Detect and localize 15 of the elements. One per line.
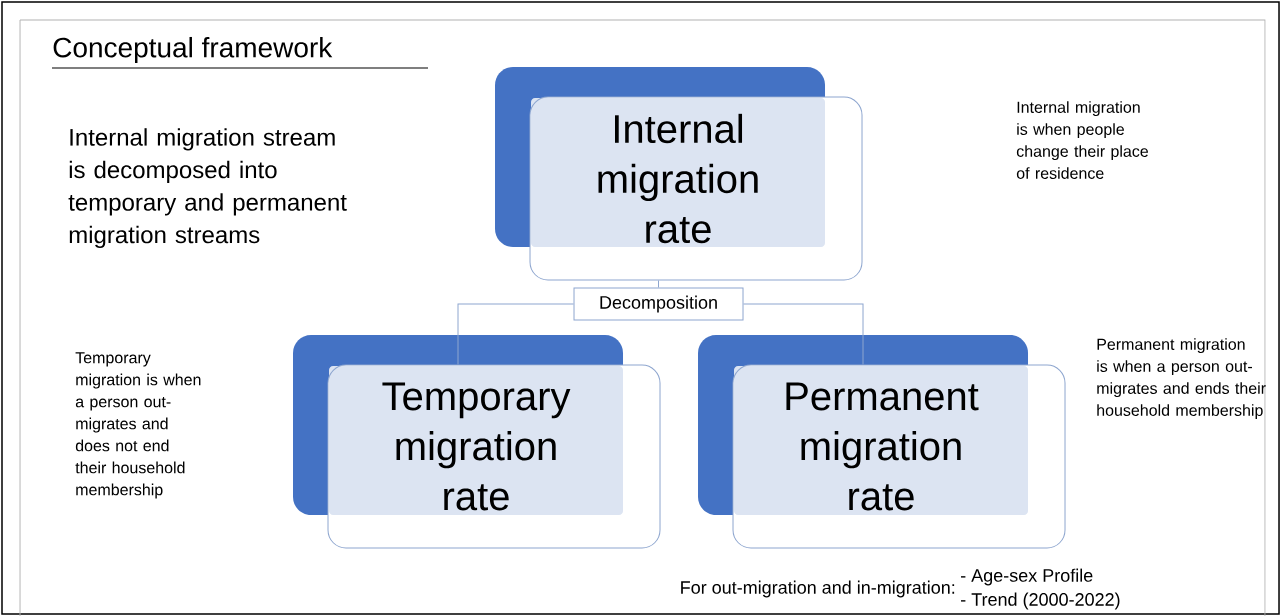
connector-line — [743, 303, 864, 365]
connector-line — [457, 303, 574, 365]
description-text: Internal migration stream is decomposed into temporary and permanent migration streams — [68, 128, 347, 249]
process-box: Temporary migration rate — [293, 335, 661, 549]
process-box: Permanent migration rate — [698, 335, 1066, 549]
description-text: Internal migration is when people change their place of residence — [1016, 101, 1148, 179]
list-item: - Age-sex Profile — [961, 568, 1093, 586]
label-box: Decomposition — [573, 287, 744, 321]
process-box: Internal migration rate — [495, 67, 863, 281]
connector-line — [658, 280, 659, 288]
description-text: Permanent migration is when a person out-migrates and ends their household membership — [1097, 338, 1266, 420]
note-text: For out-migration and in-migration: — [681, 580, 955, 598]
list-item: - Trend (2000-2022) — [961, 592, 1120, 610]
title: Conceptual framework — [53, 36, 333, 64]
description-text: Temporary migration is when a person out-migrates and does not end their household membership — [75, 352, 201, 499]
